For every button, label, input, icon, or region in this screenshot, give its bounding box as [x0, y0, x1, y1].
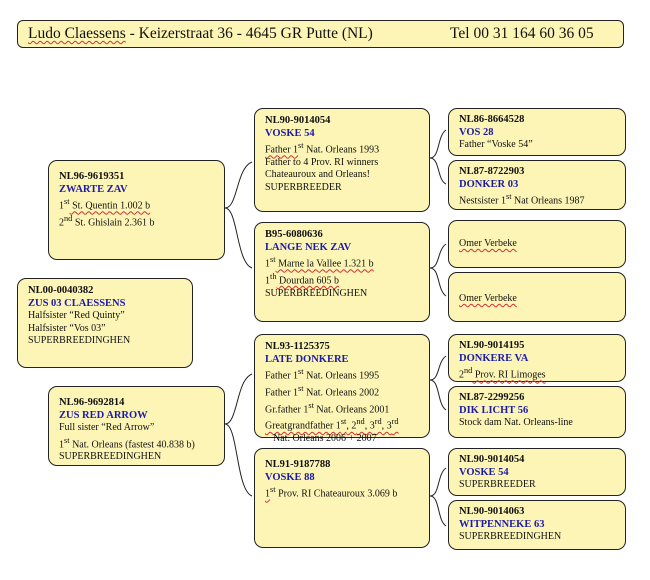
detail-line: Father 1st Nat. Orleans 1995: [265, 367, 380, 382]
pigeon-card-maternal-grandfather: NL93-1125375 LATE DONKERE Father 1st Nat…: [254, 334, 430, 444]
pigeon-name: VOSKE 54: [265, 127, 315, 139]
pigeon-name: ZWARTE ZAV: [59, 183, 128, 195]
pigeon-name: VOS 28: [459, 126, 494, 138]
detail-line: SUPERBREEDINGHEN: [459, 531, 562, 542]
ring-number: NL93-1125375: [265, 341, 330, 352]
connector-mother-parents: [224, 373, 253, 497]
pigeon-card-fmf: Omer Verbeke: [448, 220, 626, 268]
detail-line: Nat. Orleans 2006 + 2007: [273, 433, 377, 445]
connector-father-parents: [224, 161, 253, 269]
pigeon-name: LANGE NEK ZAV: [265, 241, 352, 253]
ring-number: B95-6080636: [265, 229, 323, 240]
pigeon-name: DIK LICHT 56: [459, 404, 529, 416]
connector-mm-parents: [429, 467, 447, 527]
ring-number: NL00-0040382: [28, 285, 94, 296]
detail-line: Father “Voske 54”: [459, 139, 533, 150]
detail-line: Full sister “Red Arrow”: [59, 422, 155, 433]
detail-line: SUPERBREEDINGHEN: [59, 451, 162, 463]
pigeon-card-ffm: NL87-8722903 DONKER 03 Nestsister 1st Na…: [448, 160, 626, 210]
detail-line: 2nd Prov. RI Limoges: [459, 366, 546, 381]
detail-line: Chateauroux and Orleans!: [265, 169, 370, 181]
pigeon-name: VOSKE 54: [459, 466, 509, 478]
pigeon-name: DONKERE VA: [459, 352, 529, 364]
ring-number: NL90-9014195: [459, 340, 525, 351]
pigeon-card-mff: NL90-9014195 DONKERE VA 2nd Prov. RI Lim…: [448, 334, 626, 382]
pigeon-card-mmf: NL90-9014054 VOSKE 54 SUPERBREEDER: [448, 448, 626, 496]
detail-line: Nestsister 1st Nat Orleans 1987: [459, 192, 585, 207]
pigeon-card-mfm: NL87-2299256 DIK LICHT 56 Stock dam Nat.…: [448, 386, 626, 438]
ring-number: NL96-9692814: [59, 397, 125, 408]
detail-line: 1th Dourdan 605 b: [265, 271, 339, 287]
detail-line: Father 1st Nat. Orleans 1993: [265, 141, 380, 156]
pigeon-card-mmm: NL90-9014063 WITPENNEKE 63 SUPERBREEDING…: [448, 500, 626, 550]
detail-line: Greatgrandfather 1st, 2nd, 3rd, 3rd: [265, 417, 399, 432]
pigeon-card-fff: NL86-8664528 VOS 28 Father “Voske 54”: [448, 108, 626, 156]
detail-line: Omer Verbeke: [459, 293, 517, 304]
breeder-info: Ludo Claessens - Keizerstraat 36 - 4645 …: [28, 25, 373, 43]
pigeon-name: VOSKE 88: [265, 471, 315, 483]
detail-line: Stock dam Nat. Orleans-line: [459, 417, 573, 428]
pigeon-card-mother: NL96-9692814 ZUS RED ARROW Full sister “…: [48, 386, 225, 466]
breeder-telephone: Tel 00 31 164 60 36 05: [450, 25, 594, 42]
pigeon-card-father: NL96-9619351 ZWARTE ZAV 1st St. Quentin …: [48, 160, 225, 260]
detail-line: 2nd St. Ghislain 2.361 b: [59, 213, 155, 229]
pigeon-name: WITPENNEKE 63: [459, 518, 545, 530]
ring-number: NL90-9014063: [459, 506, 525, 517]
pigeon-name: ZUS 03 CLAESSENS: [28, 297, 126, 309]
ring-number: NL90-9014054: [265, 115, 331, 126]
ring-number: NL91-9187788: [265, 459, 331, 470]
connector-mf-parents: [429, 355, 447, 411]
detail-line: 1st Prov. RI Chateauroux 3.069 b: [265, 485, 398, 500]
detail-line: 1st Marne la Vallee 1.321 b: [265, 255, 374, 270]
detail-line: Halfsister “Red Quinty”: [28, 310, 125, 321]
detail-line: 1st St. Quentin 1.002 b: [59, 197, 151, 212]
breeder-name: Ludo Claessens: [28, 25, 126, 42]
ring-number: NL90-9014054: [459, 454, 525, 465]
detail-line: SUPERBREEDINGHEN: [265, 287, 368, 299]
pigeon-name: DONKER 03: [459, 178, 519, 190]
detail-line: SUPERBREEDINGHEN: [28, 335, 131, 346]
connector-ff-parents: [429, 129, 447, 185]
connector-fm-parents: [429, 243, 447, 297]
pigeon-card-maternal-grandmother: NL91-9187788 VOSKE 88 1st Prov. RI Chate…: [254, 448, 430, 548]
detail-line: SUPERBREEDER: [459, 479, 536, 490]
pigeon-name: LATE DONKERE: [265, 353, 349, 365]
breeder-header: Ludo Claessens - Keizerstraat 36 - 4645 …: [17, 20, 624, 48]
pigeon-name: ZUS RED ARROW: [59, 409, 148, 421]
pigeon-card-fmm: Omer Verbeke: [448, 272, 626, 322]
pigeon-card-paternal-grandfather: NL90-9014054 VOSKE 54 Father 1st Nat. Or…: [254, 108, 430, 212]
detail-line: 1st Nat. Orleans (fastest 40.838 b): [59, 435, 195, 450]
ring-number: NL96-9619351: [59, 171, 125, 182]
detail-line: Father 1st Nat. Orleans 2002: [265, 383, 380, 399]
ring-number: NL87-8722903: [459, 166, 525, 177]
ring-number: NL86-8664528: [459, 114, 525, 125]
pigeon-card-subject: NL00-0040382 ZUS 03 CLAESSENS Halfsister…: [17, 278, 193, 368]
breeder-address: - Keizerstraat 36 - 4645 GR Putte (NL): [125, 25, 373, 42]
detail-line: Omer Verbeke: [459, 238, 517, 249]
detail-line: SUPERBREEDER: [265, 181, 342, 193]
pigeon-card-paternal-grandmother: B95-6080636 LANGE NEK ZAV 1st Marne la V…: [254, 222, 430, 322]
detail-line: Gr.father 1st Nat. Orleans 2001: [265, 400, 390, 415]
detail-line: Halfsister “Vos 03”: [28, 322, 106, 334]
ring-number: NL87-2299256: [459, 392, 525, 403]
detail-line: Father to 4 Prov. RI winners: [265, 156, 379, 168]
